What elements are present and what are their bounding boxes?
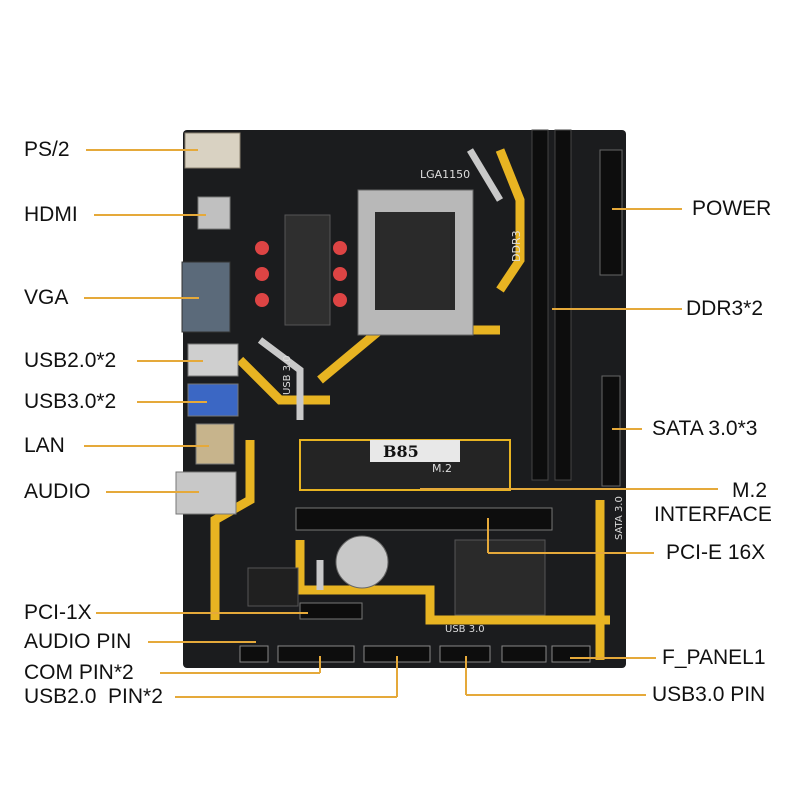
audio-pin-header [239, 645, 269, 663]
leader-pcie-v [487, 518, 489, 553]
label-usb20-pin: USB2.0 PIN*2 [24, 685, 163, 708]
ddr3-slot-1 [531, 129, 549, 481]
label-audio-pin: AUDIO PIN [24, 630, 132, 653]
pcie16-slot [295, 507, 553, 531]
leader-power [612, 208, 682, 210]
leader-usb20 [137, 360, 203, 362]
leader-usb30pin [466, 694, 646, 696]
usb3-bottom-text: USB 3.0 [445, 624, 485, 635]
ddr-board-text: DDR3 [510, 230, 523, 262]
hdmi-port [197, 196, 231, 230]
ddr3-slot-2 [554, 129, 572, 481]
label-lan: LAN [24, 434, 65, 457]
usb30-port [187, 383, 239, 417]
label-pci1x: PCI-1X [24, 601, 92, 624]
fpanel-header [551, 645, 591, 663]
label-ps2: PS/2 [24, 138, 70, 161]
leader-fpanel [570, 657, 656, 659]
pci1x-slot [299, 602, 363, 620]
audio-codec [247, 567, 299, 607]
atx-power [599, 149, 623, 276]
leader-compin [160, 672, 320, 674]
leader-hdmi [94, 214, 206, 216]
label-m2-line2: INTERFACE [654, 503, 772, 526]
audio-port [175, 471, 237, 515]
label-ddr3: DDR3*2 [686, 297, 764, 320]
leader-sata [612, 428, 642, 430]
leader-compin-v [319, 656, 321, 673]
leader-ddr3 [552, 308, 682, 310]
label-vga: VGA [24, 286, 69, 309]
silver-accents [257, 148, 504, 590]
leader-usb30pin-v [465, 656, 467, 695]
leader-usb30 [137, 401, 207, 403]
leader-lan [84, 445, 209, 447]
header-5 [501, 645, 547, 663]
vrm [255, 214, 347, 326]
label-hdmi: HDMI [24, 203, 78, 226]
leader-usb20pin-v [396, 656, 398, 697]
label-usb30-pin: USB3.0 PIN [652, 683, 766, 706]
cmos-battery [335, 535, 389, 589]
leader-pcie [488, 552, 654, 554]
label-usb30: USB3.0*2 [24, 390, 117, 413]
label-usb20: USB2.0*2 [24, 349, 117, 372]
label-com-pin: COM PIN*2 [24, 661, 134, 684]
sata-ports [601, 375, 621, 487]
leader-audiopin [148, 641, 256, 643]
label-m2-line1: M.2 [732, 479, 768, 502]
com-pin-header [277, 645, 355, 663]
lan-port [195, 423, 235, 465]
usb3-left-text: USB 3.0 [282, 355, 293, 395]
label-power: POWER [692, 197, 772, 220]
sata-vertical-text: SATA 3.0 [614, 496, 625, 540]
socket-text: LGA1150 [420, 168, 470, 181]
leader-m2 [420, 488, 718, 490]
m2-board-text: M.2 [432, 462, 452, 475]
label-sata: SATA 3.0*3 [652, 417, 758, 440]
leader-audio [106, 491, 199, 493]
label-pcie16: PCI-E 16X [666, 541, 766, 564]
label-fpanel: F_PANEL1 [662, 646, 766, 669]
leader-pci1x [96, 612, 308, 614]
leader-vga [84, 297, 199, 299]
leader-ps2 [86, 149, 198, 151]
chipset-text: B85 [383, 442, 419, 461]
leader-usb20pin [175, 696, 397, 698]
label-audio: AUDIO [24, 480, 91, 503]
chipset-label-box [370, 440, 460, 462]
cpu-socket-center [375, 212, 455, 310]
